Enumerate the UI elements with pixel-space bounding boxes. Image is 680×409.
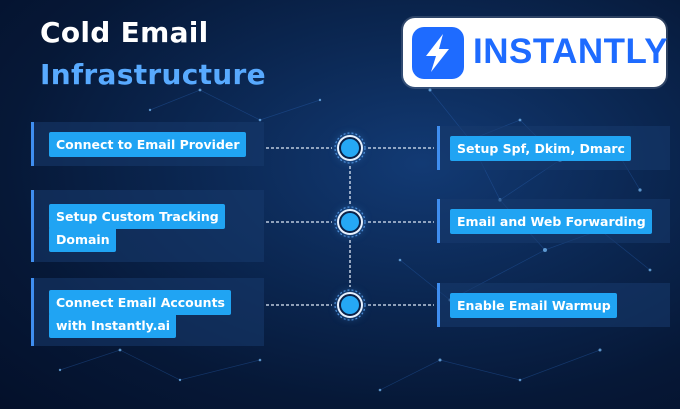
left-step-2-label-line-1: Setup Custom Tracking bbox=[49, 204, 225, 229]
connector-node-3 bbox=[339, 294, 361, 316]
right-step-2-label: Email and Web Forwarding bbox=[450, 209, 652, 234]
left-step-3: Connect Email Accounts with Instantly.ai bbox=[31, 278, 264, 346]
right-step-3-label: Enable Email Warmup bbox=[450, 293, 617, 318]
connector-node-2 bbox=[339, 211, 361, 233]
left-step-1: Connect to Email Provider bbox=[31, 122, 264, 166]
left-step-2-label-line-2: Domain bbox=[49, 227, 116, 252]
left-step-3-label-line-1: Connect Email Accounts bbox=[49, 290, 231, 315]
right-step-2: Email and Web Forwarding bbox=[437, 199, 670, 243]
left-step-3-label-line-2: with Instantly.ai bbox=[49, 313, 177, 338]
left-step-1-label: Connect to Email Provider bbox=[49, 132, 246, 157]
lightning-bolt-icon bbox=[426, 34, 449, 72]
logo-badge bbox=[412, 27, 464, 79]
title-line-1: Cold Email bbox=[40, 16, 209, 49]
instantly-logo: INSTANTLY bbox=[403, 18, 669, 87]
logo-text: INSTANTLY bbox=[473, 32, 669, 71]
title-line-2: Infrastructure bbox=[40, 58, 266, 91]
right-step-1-label: Setup Spf, Dkim, Dmarc bbox=[450, 136, 631, 161]
right-step-3: Enable Email Warmup bbox=[437, 283, 670, 327]
left-step-2: Setup Custom Tracking Domain bbox=[31, 190, 264, 262]
right-step-1: Setup Spf, Dkim, Dmarc bbox=[437, 126, 670, 170]
connector-node-1 bbox=[339, 137, 361, 159]
